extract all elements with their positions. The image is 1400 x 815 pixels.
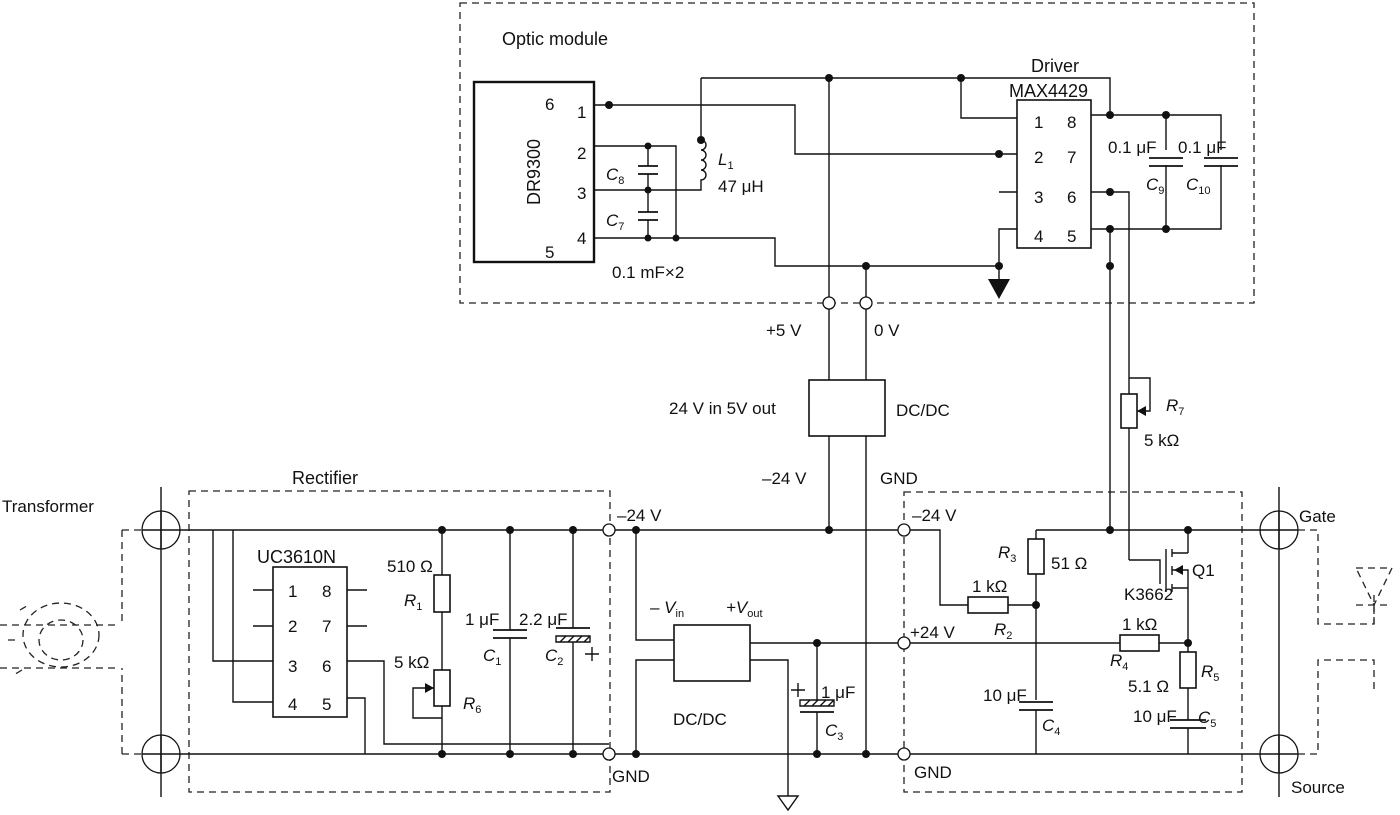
- max4429-pin-3: 3: [1034, 188, 1043, 207]
- zerov-label: 0 V: [874, 321, 900, 340]
- uc3610n-pin-4: 4: [288, 695, 297, 714]
- uc3610n-pin-5: 5: [322, 695, 331, 714]
- driver-stage-outline: [903, 491, 1243, 793]
- r7-value: 5 kΩ: [1144, 431, 1179, 450]
- r3-label: R3: [998, 543, 1016, 565]
- uc3610n-pin-7: 7: [322, 617, 331, 636]
- r1-value: 510 Ω: [387, 557, 433, 576]
- r1-resistor: [433, 574, 451, 613]
- uc3610n-pin-2: 2: [288, 617, 297, 636]
- dcdc-top-label: DC/DC: [896, 401, 950, 420]
- ground-symbol-bottom: [776, 795, 800, 812]
- c5-label: C5: [1198, 708, 1216, 730]
- source-label: Source: [1291, 778, 1345, 797]
- r4-resistor: [1119, 634, 1160, 652]
- l1-label: L1: [718, 150, 734, 172]
- minus24v-right-label: –24 V: [912, 506, 957, 525]
- q1-part: K3662: [1124, 585, 1173, 604]
- c8-label: C8: [606, 165, 624, 187]
- max4429-pin-6: 6: [1067, 188, 1076, 207]
- c10-label: C10: [1186, 175, 1211, 197]
- gate-label: Gate: [1299, 507, 1336, 526]
- r2-label: R2: [994, 620, 1012, 642]
- uc3610n-name: UC3610N: [257, 547, 336, 567]
- l1-value: 47 μH: [718, 177, 764, 196]
- optic-module-label: Optic module: [502, 29, 608, 49]
- dcdc-top-desc: 24 V in 5V out: [669, 399, 776, 418]
- c5-value: 10 μF: [1133, 707, 1177, 726]
- max4429-pin-2: 2: [1034, 148, 1043, 167]
- c1-value: 1 μF: [465, 610, 499, 629]
- uc3610n-pin-3: 3: [288, 657, 297, 676]
- r2-value: 1 kΩ: [972, 577, 1007, 596]
- r6-value: 5 kΩ: [394, 653, 429, 672]
- max4429-pin-1: 1: [1034, 113, 1043, 132]
- dr9300-pin-1: 1: [577, 103, 586, 122]
- c9-value: 0.1 μF: [1108, 138, 1157, 157]
- c10-value: 0.1 μF: [1178, 138, 1227, 157]
- c4-value: 10 μF: [983, 686, 1027, 705]
- rectifier-outline: [188, 490, 611, 793]
- r2-resistor: [967, 596, 1009, 614]
- c9-label: C9: [1146, 175, 1164, 197]
- max4429-pin-7: 7: [1067, 148, 1076, 167]
- max4429-pin-5: 5: [1067, 227, 1076, 246]
- plus5v-label: +5 V: [766, 321, 802, 340]
- driver-label: Driver: [1031, 56, 1079, 76]
- dr9300-pin-5: 5: [545, 243, 554, 262]
- r7-label: R7: [1166, 396, 1184, 418]
- minus24v-left-label: –24 V: [617, 506, 662, 525]
- ground-symbol-optic: [988, 279, 1010, 299]
- r6-label: R6: [463, 694, 481, 716]
- dcdc-bottom-box: [673, 624, 751, 682]
- c7-label: C7: [606, 211, 624, 233]
- c3-label: C3: [825, 721, 843, 743]
- gnd-mid-label: GND: [880, 469, 918, 488]
- c2-label: C2: [545, 646, 563, 668]
- c7-c8-value: 0.1 mF×2: [612, 263, 684, 282]
- dr9300-pin-2: 2: [577, 144, 586, 163]
- r3-resistor: [1027, 538, 1045, 575]
- r3-value: 51 Ω: [1051, 554, 1087, 573]
- c3-value: 1 μF: [821, 683, 855, 702]
- dcdc-vout-label: +Vout: [726, 598, 763, 620]
- plus24v-right-label: +24 V: [910, 623, 956, 642]
- max4429-name: MAX4429: [1009, 81, 1088, 101]
- uc3610n-pin-1: 1: [288, 582, 297, 601]
- r5-label: R5: [1201, 662, 1219, 684]
- uc3610n-pin-6: 6: [322, 657, 331, 676]
- c1-label: C1: [483, 646, 501, 668]
- gnd-left-label: GND: [612, 767, 650, 786]
- r5-value: 5.1 Ω: [1128, 677, 1169, 696]
- dr9300-pin-4: 4: [577, 229, 586, 248]
- dcdc-bottom-label: DC/DC: [673, 710, 727, 729]
- c4-label: C4: [1042, 716, 1060, 738]
- rectifier-label: Rectifier: [292, 468, 358, 488]
- optic-module-outline: [459, 2, 1255, 304]
- dr9300-pin-6: 6: [545, 95, 554, 114]
- r1-label: R1: [404, 591, 422, 613]
- uc3610n-pin-8: 8: [322, 582, 331, 601]
- uc3610n-chip: [272, 566, 348, 718]
- minus24v-mid-label: –24 V: [762, 469, 807, 488]
- dr9300-pin-3: 3: [577, 184, 586, 203]
- max4429-pin-8: 8: [1067, 113, 1076, 132]
- c2-value: 2.2 μF: [519, 610, 568, 629]
- dcdc-top-box: [808, 379, 886, 437]
- r7-resistor: [1120, 393, 1138, 429]
- r5-resistor: [1179, 651, 1197, 689]
- gnd-right-label: GND: [914, 763, 952, 782]
- r6-resistor: [433, 669, 451, 707]
- dr9300-name: DR9300: [524, 139, 544, 205]
- r4-value: 1 kΩ: [1122, 615, 1157, 634]
- max4429-chip: [1016, 99, 1092, 249]
- transformer-label: Transformer: [2, 497, 94, 516]
- r4-label: R4: [1110, 651, 1128, 673]
- q1-label: Q1: [1192, 561, 1215, 580]
- dr9300-chip: [472, 80, 596, 264]
- max4429-pin-4: 4: [1034, 227, 1043, 246]
- dcdc-vin-label: – Vin: [649, 598, 684, 620]
